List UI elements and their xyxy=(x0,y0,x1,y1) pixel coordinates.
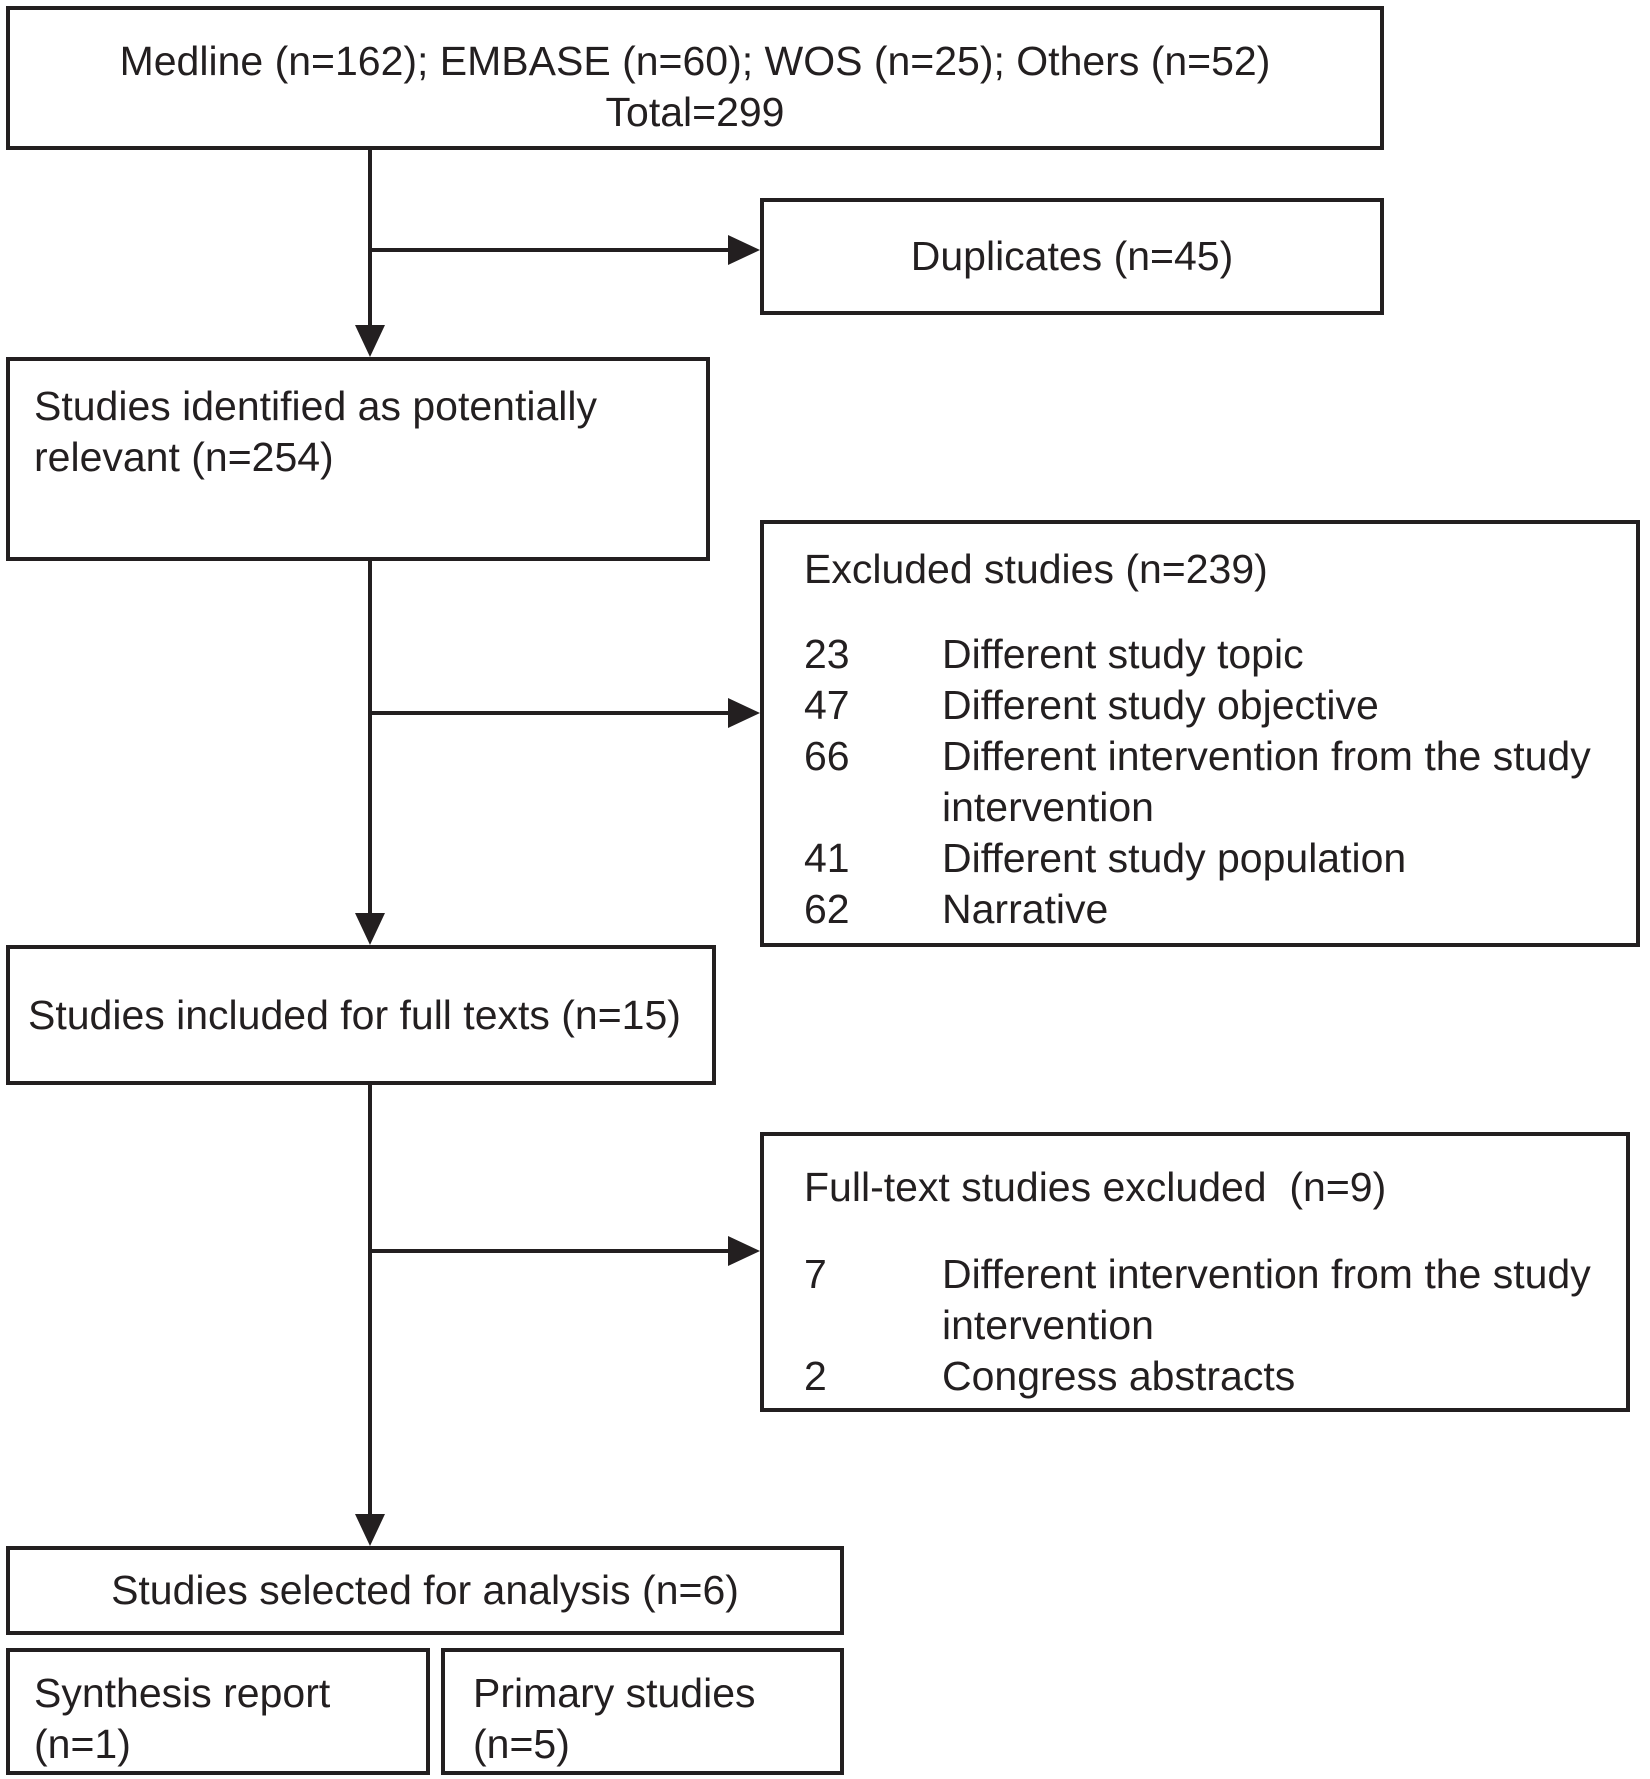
arrowhead-into-identified xyxy=(355,325,385,357)
arrowhead-into-included xyxy=(355,913,385,945)
excluded-item-count: 47 xyxy=(804,682,850,728)
arrowhead-into-duplicates xyxy=(728,235,760,265)
fulltext-excluded-title: Full-text studies excluded (n=9) xyxy=(804,1164,1387,1210)
connector-top-to-identified xyxy=(368,150,372,327)
selected-label: Studies selected for analysis (n=6) xyxy=(111,1567,739,1613)
fulltext-item-reason: Congress abstracts xyxy=(942,1353,1296,1399)
connector-included-to-selected xyxy=(368,1085,372,1514)
synthesis-line1: Synthesis report xyxy=(34,1670,331,1716)
fulltext-item-reason: Different intervention from the study in… xyxy=(942,1251,1591,1348)
connector-to-fulltext-excluded xyxy=(368,1249,728,1253)
excluded-item-reason: Different intervention from the study in… xyxy=(942,733,1591,830)
connector-identified-to-included xyxy=(368,561,372,913)
duplicates-label: Duplicates (n=45) xyxy=(910,233,1234,279)
sources-box: Medline (n=162); EMBASE (n=60); WOS (n=2… xyxy=(6,6,1384,150)
fulltext-excluded-list: 7 Different intervention from the study … xyxy=(804,1249,1622,1402)
synthesis-line2: (n=1) xyxy=(34,1721,131,1767)
fulltext-item-count: 2 xyxy=(804,1353,827,1399)
excluded-studies-box: Excluded studies (n=239) 23 Different st… xyxy=(760,520,1640,947)
excluded-item-count: 41 xyxy=(804,835,850,881)
included-label: Studies included for full texts (n=15) xyxy=(28,991,681,1038)
fulltext-item-count: 7 xyxy=(804,1251,827,1297)
excluded-item-reason: Different study objective xyxy=(942,682,1379,728)
excluded-studies-list: 23 Different study topic 47 Different st… xyxy=(804,629,1632,935)
connector-to-excluded xyxy=(368,711,728,715)
excluded-item-reason: Narrative xyxy=(942,886,1109,932)
identified-line1: Studies identified as potentially xyxy=(34,383,597,429)
duplicates-box: Duplicates (n=45) xyxy=(760,198,1384,315)
identified-box: Studies identified as potentially releva… xyxy=(6,357,710,561)
excluded-item-reason: Different study population xyxy=(942,835,1407,881)
primary-line1: Primary studies xyxy=(473,1670,756,1716)
excluded-item-count: 62 xyxy=(804,886,850,932)
excluded-studies-title: Excluded studies (n=239) xyxy=(804,546,1268,592)
excluded-item-count: 23 xyxy=(804,631,850,677)
arrowhead-into-fulltext-excluded xyxy=(728,1236,760,1266)
excluded-item-count: 66 xyxy=(804,733,850,779)
arrowhead-into-excluded xyxy=(728,698,760,728)
fulltext-excluded-box: Full-text studies excluded (n=9) 7 Diffe… xyxy=(760,1132,1630,1412)
selected-box: Studies selected for analysis (n=6) xyxy=(6,1546,844,1635)
synthesis-report-box: Synthesis report (n=1) xyxy=(6,1648,430,1775)
arrowhead-into-selected xyxy=(355,1514,385,1546)
primary-line2: (n=5) xyxy=(473,1721,570,1767)
connector-to-duplicates xyxy=(368,248,728,252)
sources-line1: Medline (n=162); EMBASE (n=60); WOS (n=2… xyxy=(119,38,1271,84)
included-box: Studies included for full texts (n=15) xyxy=(6,945,716,1085)
primary-studies-box: Primary studies (n=5) xyxy=(441,1648,844,1775)
identified-line2: relevant (n=254) xyxy=(34,434,334,480)
sources-total: Total=299 xyxy=(605,89,785,135)
excluded-item-reason: Different study topic xyxy=(942,631,1304,677)
